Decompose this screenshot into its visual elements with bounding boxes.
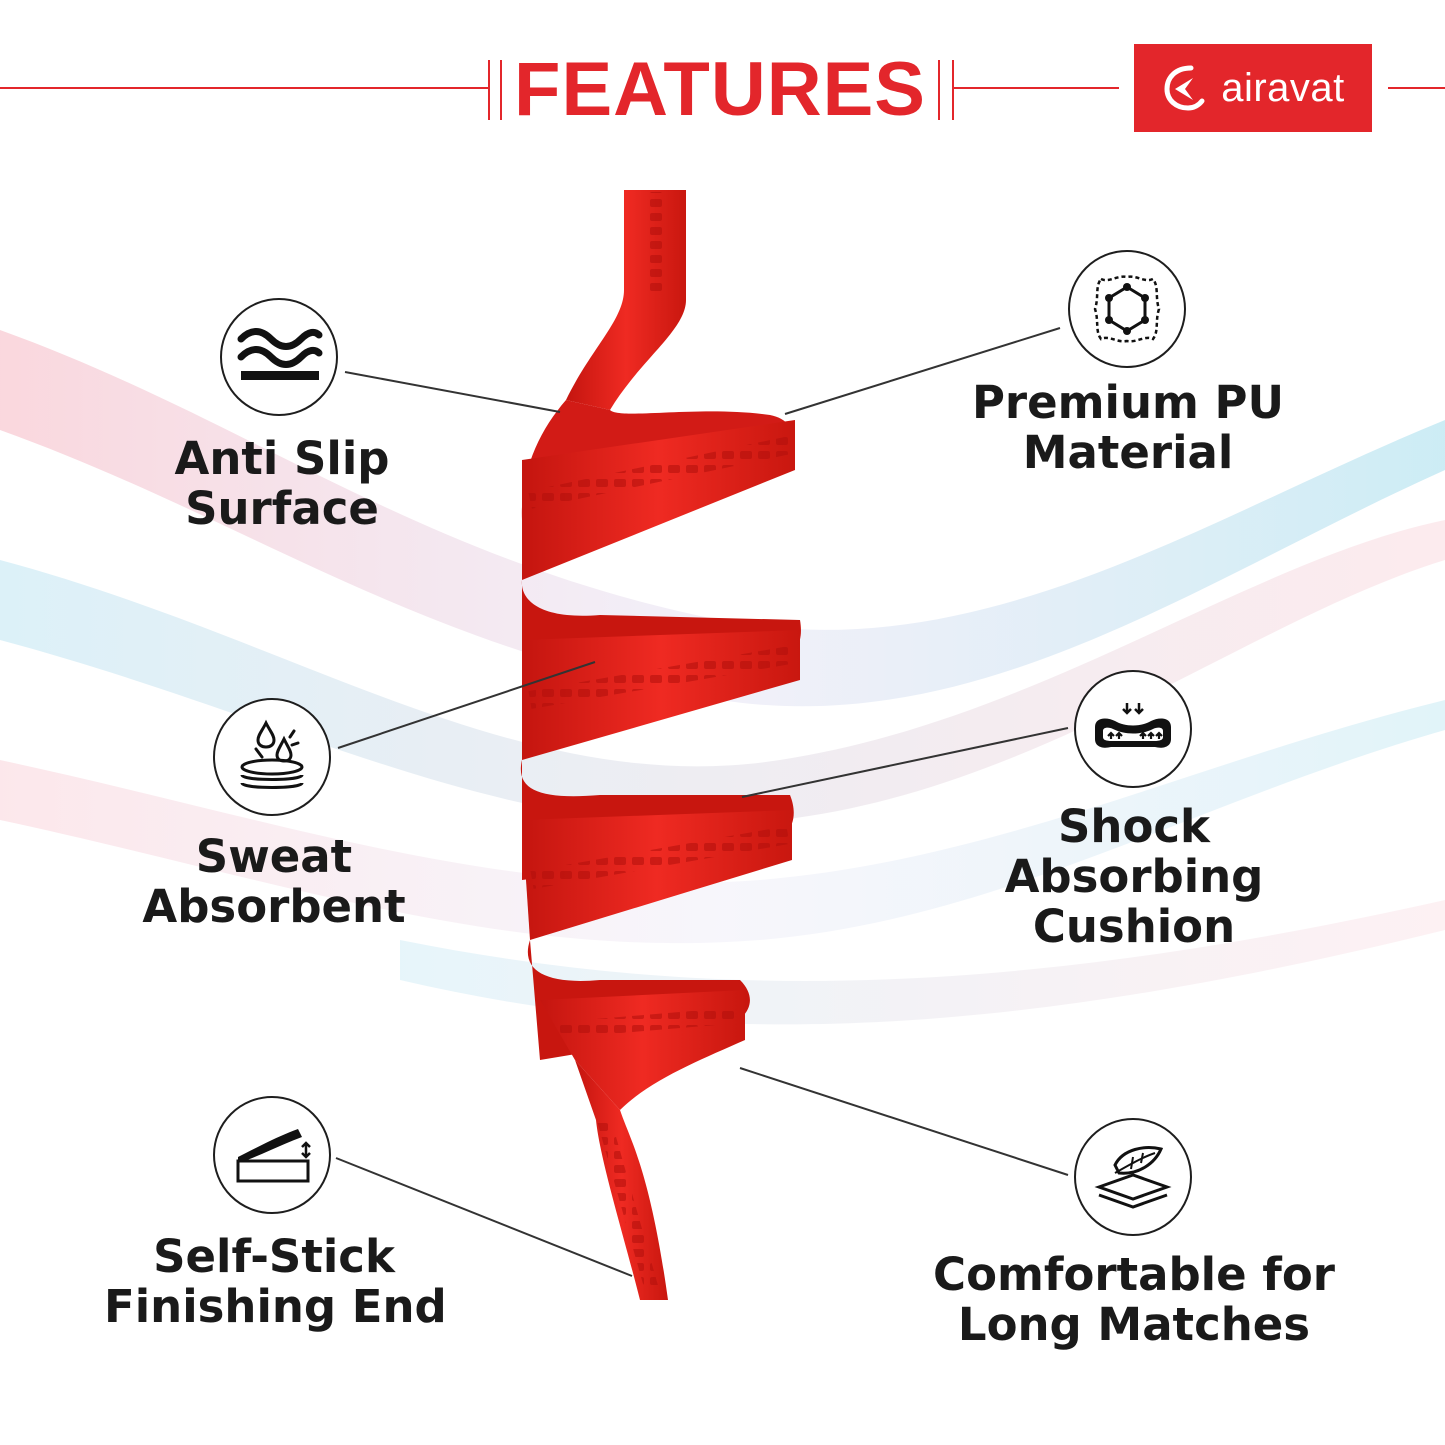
sweat-absorbent-label: Sweat Absorbent: [124, 832, 424, 932]
premium-pu-icon-badge: [1068, 250, 1186, 368]
page-title: FEATURES: [514, 46, 926, 132]
wave-layers-icon: [237, 328, 323, 380]
comfortable-icon-badge: [1074, 1118, 1192, 1236]
header-tick: [488, 60, 490, 120]
anti-slip-line1: Anti Slip: [174, 432, 390, 485]
shock-line2: Absorbing: [1004, 850, 1264, 903]
premium-pu-line1: Premium PU: [971, 376, 1285, 429]
header-line-left: [0, 87, 488, 89]
anti-slip-line2: Surface: [185, 482, 379, 535]
leather-hexagon-icon: [1093, 275, 1161, 343]
shock-absorbing-icon-badge: [1074, 670, 1192, 788]
premium-pu-line2: Material: [1022, 426, 1234, 479]
shock-absorbing-label: Shock Absorbing Cushion: [984, 802, 1284, 952]
brand-name: airavat: [1221, 65, 1345, 110]
shock-line1: Shock: [1058, 800, 1210, 853]
water-drop-layers-icon: [240, 719, 304, 789]
header-line-right: [1388, 87, 1445, 89]
anti-slip-icon-badge: [220, 298, 338, 416]
feather-layers-icon: [1094, 1146, 1172, 1209]
header-tick: [500, 60, 502, 120]
premium-pu-label: Premium PU Material: [968, 378, 1288, 478]
peel-adhesive-icon: [236, 1129, 311, 1183]
comfortable-line1: Comfortable for: [933, 1248, 1335, 1301]
sweat-line2: Absorbent: [142, 880, 406, 933]
self-stick-line2: Finishing End: [104, 1280, 447, 1333]
anti-slip-label: Anti Slip Surface: [132, 434, 432, 534]
brand-mark-icon: [1164, 65, 1205, 111]
header-tick: [952, 60, 954, 120]
self-stick-icon-badge: [213, 1096, 331, 1214]
cushion-arrows-icon: [1095, 703, 1171, 748]
comfortable-line2: Long Matches: [957, 1298, 1311, 1351]
header-line-middle: [954, 87, 1119, 89]
self-stick-line1: Self-Stick: [153, 1230, 395, 1283]
sweat-line1: Sweat: [195, 830, 353, 883]
self-stick-label: Self-Stick Finishing End: [104, 1230, 447, 1333]
header-tick: [938, 60, 940, 120]
shock-line3: Cushion: [1032, 900, 1236, 953]
sweat-absorbent-icon-badge: [213, 698, 331, 816]
brand-logo: airavat: [1134, 44, 1372, 132]
comfortable-label: Comfortable for Long Matches: [924, 1250, 1344, 1350]
